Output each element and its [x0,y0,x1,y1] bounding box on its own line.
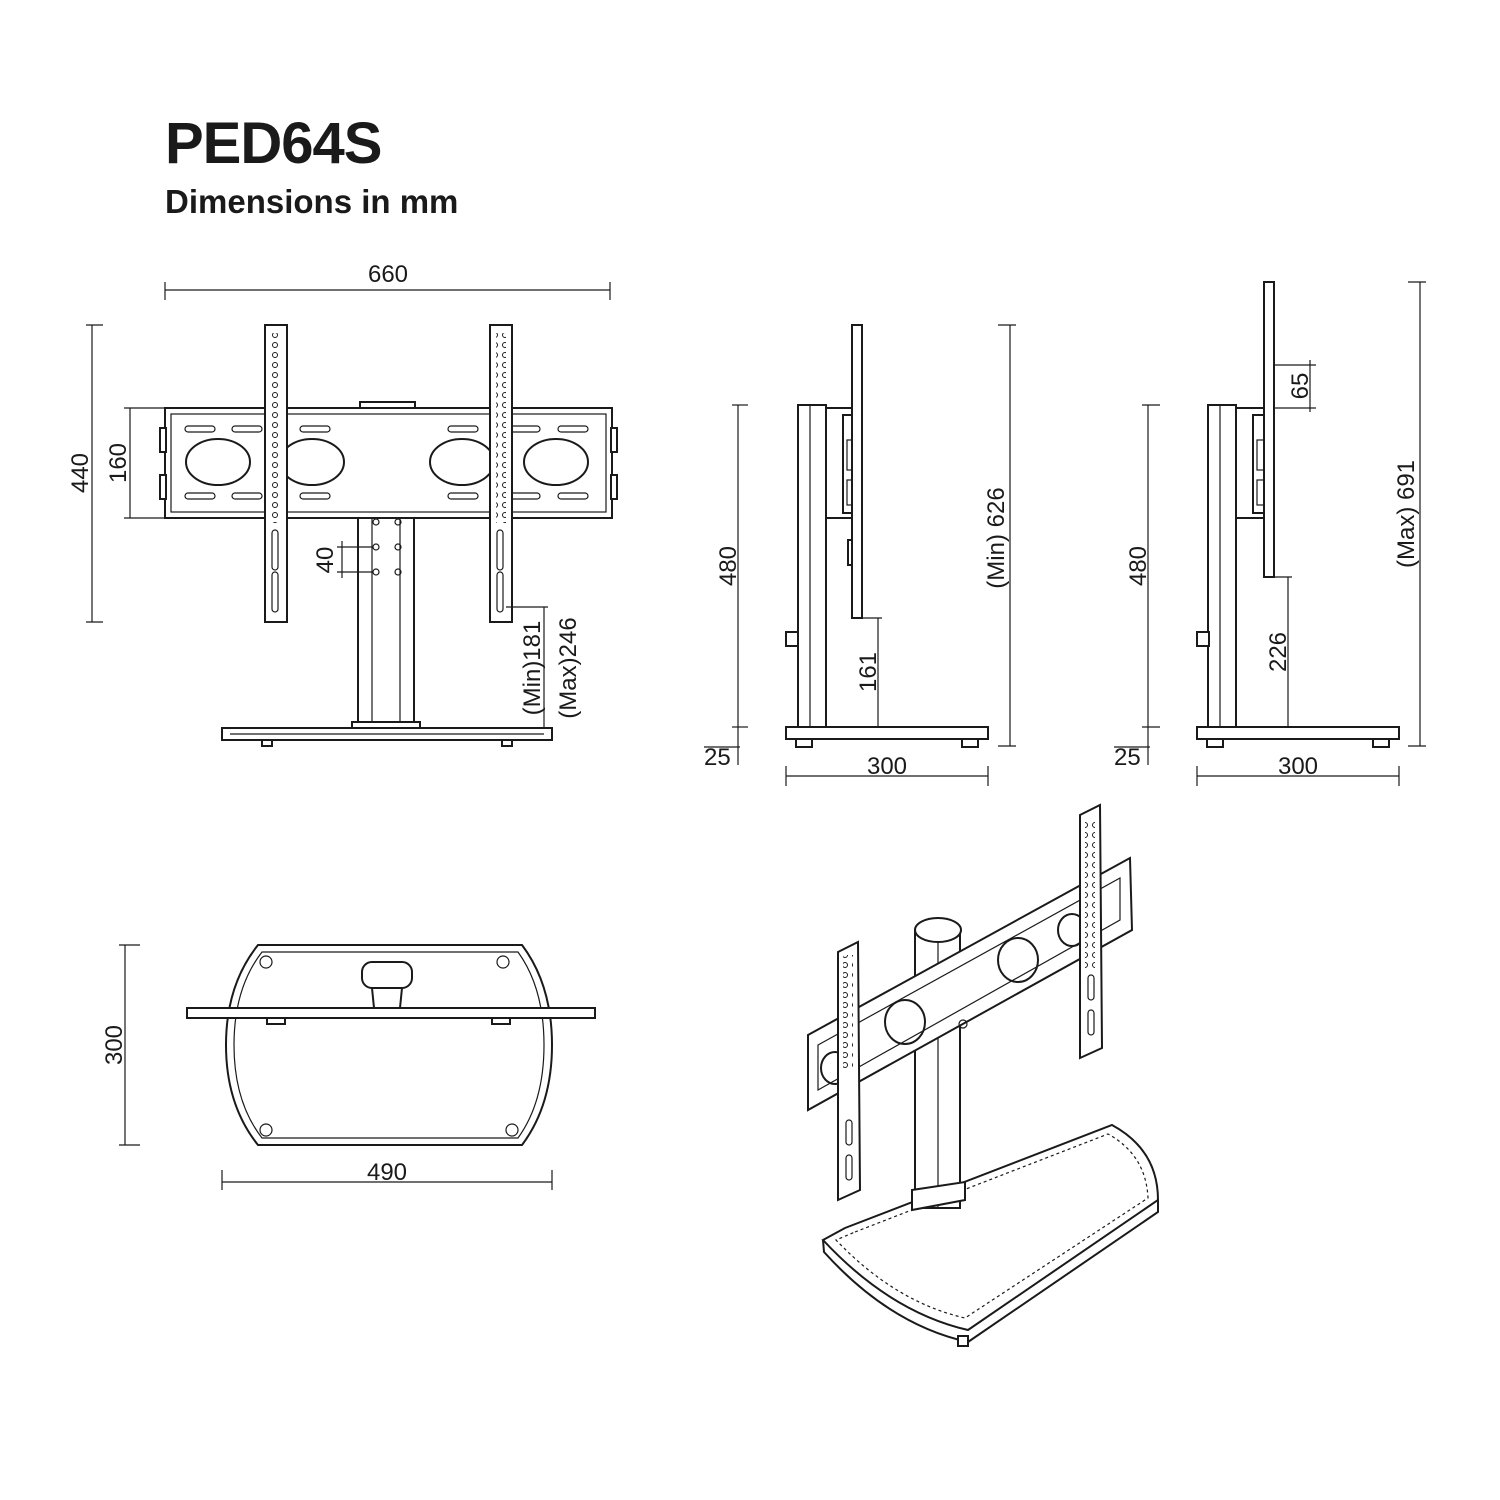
label-side-min-depth: 300 [867,753,907,780]
label-top-depth: 300 [101,1025,128,1065]
product-title: PED64S [165,111,382,176]
horizontal-bracket [159,401,618,519]
label-side-max-depth: 300 [1278,753,1318,780]
side-view-min: 480 25 161 (Min) 626 300 [704,324,1016,786]
label-front-bracket: 160 [105,443,132,483]
dim-bracket-160: 160 [105,407,165,519]
pole [357,514,415,726]
isometric-view [807,803,1160,1347]
label-side-max-clearance: 226 [1265,632,1292,672]
label-top-width: 490 [367,1159,407,1186]
label-side-min-pole-height: 480 [715,546,742,586]
label-side-max-base: 25 [1114,744,1141,771]
dim-height-440: 440 [67,324,103,623]
pole-holes [372,518,402,576]
front-view: 660 440 160 40 [67,261,618,747]
label-side-min-clearance: 161 [855,652,882,692]
dim-width-660: 660 [164,261,611,300]
label-side-min-base: 25 [704,744,731,771]
units-subtitle: Dimensions in mm [165,183,459,220]
vertical-arm-right [489,324,513,623]
label-side-max-overall: (Max) 691 [1393,460,1420,568]
label-side-max-adjustment: 65 [1287,373,1314,400]
label-front-width: 660 [368,261,408,288]
label-front-clearance-min: (Min)181 [519,621,546,716]
label-front-hole-spacing: 40 [312,547,339,574]
dim-clearance: (Min)181 (Max)246 [506,606,582,729]
label-front-clearance-max: (Max)246 [555,617,582,718]
top-view: 300 490 [101,944,596,1190]
dim-hole-spacing-40: 40 [312,541,372,578]
label-front-height: 440 [67,453,94,493]
vertical-arm-left [264,324,288,623]
label-side-min-overall: (Min) 626 [983,487,1010,588]
label-side-max-pole-height: 480 [1125,546,1152,586]
side-view-max: 480 25 65 226 (Max) 691 [1114,281,1426,786]
